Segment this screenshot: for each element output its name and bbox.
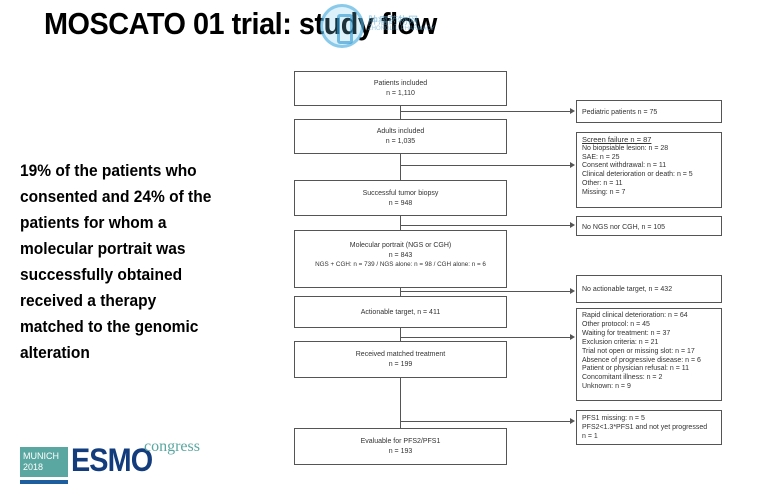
box-count: n = 843 — [388, 251, 413, 259]
watermark-icon — [320, 4, 364, 48]
box-line: PFS1 missing: n = 5 — [582, 415, 645, 422]
box-line: Exclusion criteria: n = 21 — [582, 338, 659, 346]
summary-line: consented and 24% of the — [20, 188, 212, 206]
box-successful-biopsy: Successful tumor biopsy n = 948 — [294, 180, 507, 216]
box-evaluable: Evaluable for PFS2/PFS1 n = 193 — [294, 428, 507, 465]
box-label: Molecular portrait (NGS or CGH) — [349, 242, 452, 249]
box-detail: NGS + CGH: n = 739 / NGS alone: n = 98 /… — [315, 261, 486, 268]
box-no-actionable: No actionable target, n = 432 — [576, 275, 722, 303]
box-label: Adults included — [376, 128, 425, 135]
box-adults-included: Adults included n = 1,035 — [294, 119, 507, 154]
summary-line: alteration — [20, 344, 90, 362]
box-label: Patients included — [373, 80, 428, 87]
box-count: n = 199 — [388, 360, 413, 368]
box-count: n = 1,035 — [385, 137, 416, 145]
summary-line: molecular portrait was — [20, 240, 186, 258]
logo-bar — [20, 480, 68, 484]
box-label: Actionable target, n = 411 — [360, 309, 441, 316]
summary-line: 19% of the patients who — [20, 162, 197, 180]
box-label: Evaluable for PFS2/PFS1 — [360, 438, 441, 445]
box-count: n = 948 — [388, 199, 413, 207]
box-line: PFS2<1.3*PFS1 and not yet progressed — [582, 423, 708, 431]
logo-brand: ESMO — [71, 442, 153, 478]
esmo-logo: MUNICH 2018 ESMO congress — [20, 438, 220, 485]
box-not-evaluable: PFS1 missing: n = 5 PFS2<1.3*PFS1 and no… — [576, 410, 722, 445]
box-actionable-target: Actionable target, n = 411 — [294, 296, 507, 328]
arrow-pediatric — [570, 108, 575, 114]
box-line: No biopsiable lesion: n = 28 — [582, 144, 669, 152]
box-line: Patient or physician refusal: n = 11 — [582, 365, 690, 373]
box-label: Received matched treatment — [355, 351, 446, 358]
box-line: Unknown: n = 9 — [582, 383, 631, 391]
summary-line: successfully obtained — [20, 266, 183, 284]
box-line: Other: n = 11 — [582, 179, 623, 187]
box-label: Successful tumor biopsy — [362, 190, 439, 197]
box-no-ngs: No NGS nor CGH, n = 105 — [576, 216, 722, 236]
box-line: Absence of progressive disease: n = 6 — [582, 356, 701, 364]
summary-line: received a therapy — [20, 292, 157, 310]
summary-line: matched to the genomic — [20, 318, 199, 336]
watermark-logo: 肿瘤药物网 ZHONGLIU PHARMACY — [320, 4, 440, 48]
connector-no-actionable — [400, 291, 570, 293]
box-received-treatment: Received matched treatment n = 199 — [294, 341, 507, 378]
watermark-text: 肿瘤药物网 — [368, 16, 418, 27]
watermark-subtext: ZHONGLIU PHARMACY — [368, 26, 435, 32]
logo-city-badge: MUNICH 2018 — [20, 447, 68, 477]
arrow-not-evaluable — [570, 418, 575, 424]
logo-city: MUNICH — [23, 451, 59, 461]
connector-not-treated — [400, 337, 570, 339]
box-line: Other protocol: n = 45 — [582, 320, 650, 328]
connector-not-evaluable — [400, 421, 570, 423]
connector-screen-failure — [400, 165, 570, 167]
box-line: Missing: n = 7 — [582, 188, 626, 196]
box-count: n = 193 — [388, 447, 413, 455]
logo-suffix: congress — [144, 438, 200, 455]
box-line: Trial not open or missing slot: n = 17 — [582, 347, 695, 355]
slide-title: MOSCATO 01 trial: study flow — [44, 6, 437, 41]
box-count: n = 1,110 — [386, 89, 415, 97]
box-line: SAE: n = 25 — [582, 153, 620, 161]
box-label: No NGS nor CGH, n = 105 — [582, 224, 666, 231]
summary-text: 19% of the patients who consented and 24… — [20, 158, 246, 366]
box-not-treated-reasons: Rapid clinical deterioration: n = 64 Oth… — [576, 308, 722, 401]
box-molecular-portrait: Molecular portrait (NGS or CGH) n = 843 … — [294, 230, 507, 288]
arrow-not-treated — [570, 334, 575, 340]
arrow-screen-failure — [570, 162, 575, 168]
box-pediatric-excluded: Pediatric patients n = 75 — [576, 100, 722, 123]
box-label: Pediatric patients n = 75 — [582, 109, 658, 116]
box-line: Consent withdrawal: n = 11 — [582, 162, 667, 170]
box-line: n = 1 — [582, 432, 598, 440]
logo-year: 2018 — [23, 462, 44, 472]
box-line: Clinical deterioration or death: n = 5 — [582, 171, 693, 179]
connector-pediatric — [400, 111, 570, 113]
arrow-no-actionable — [570, 288, 575, 294]
box-screen-failure: Screen failure n = 87 No biopsiable lesi… — [576, 132, 722, 208]
box-patients-included: Patients included n = 1,110 — [294, 71, 507, 106]
summary-line: patients for whom a — [20, 214, 167, 232]
arrow-no-ngs — [570, 222, 575, 228]
box-line: Concomitant illness: n = 2 — [582, 374, 663, 382]
box-line: Waiting for treatment: n = 37 — [582, 329, 671, 337]
connector-no-ngs — [400, 225, 570, 227]
box-line: Rapid clinical deterioration: n = 64 — [582, 312, 688, 319]
box-label: No actionable target, n = 432 — [582, 286, 673, 293]
box-heading: Screen failure n = 87 — [582, 135, 652, 144]
